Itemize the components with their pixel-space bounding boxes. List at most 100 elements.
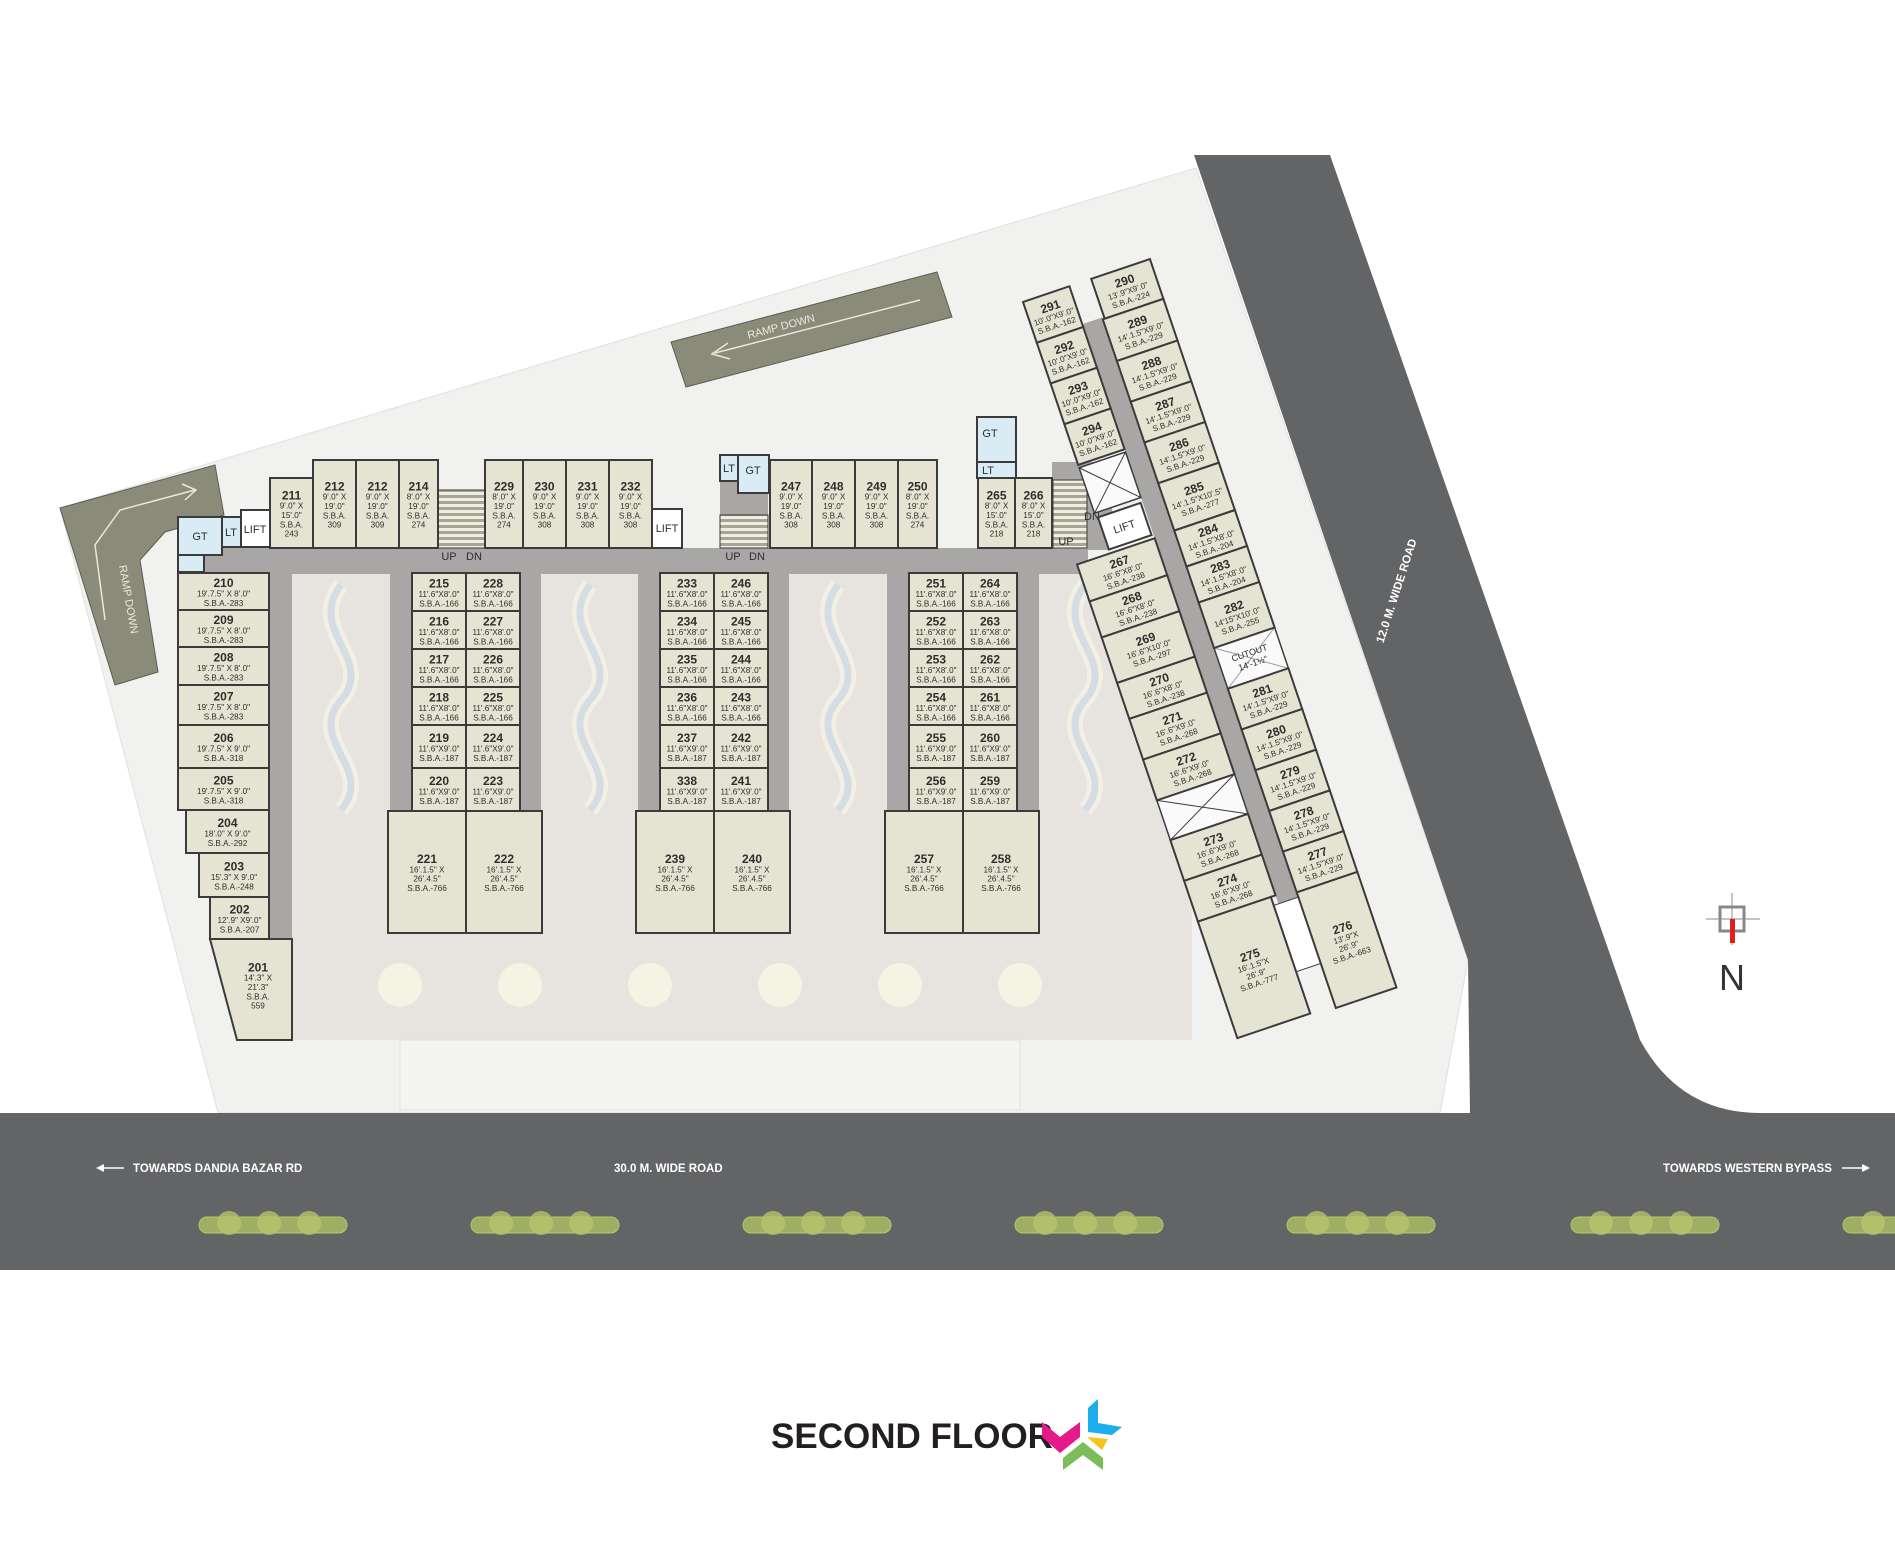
unit-outline <box>884 810 964 934</box>
unit-detail: 9'.0" X <box>323 493 347 502</box>
unit-number: 274 <box>1215 870 1239 890</box>
water-channel <box>1071 582 1099 813</box>
unit-detail: S.B.A.-166 <box>721 637 761 646</box>
unit-outline <box>208 938 293 1041</box>
unit-detail: S.B.A.-187 <box>667 797 707 806</box>
unit-detail: S.B.A.-187 <box>916 754 956 763</box>
unit-outline <box>608 459 653 549</box>
unit-number: 253 <box>926 653 946 667</box>
unit-detail: S.B.A.-766 <box>981 884 1021 893</box>
